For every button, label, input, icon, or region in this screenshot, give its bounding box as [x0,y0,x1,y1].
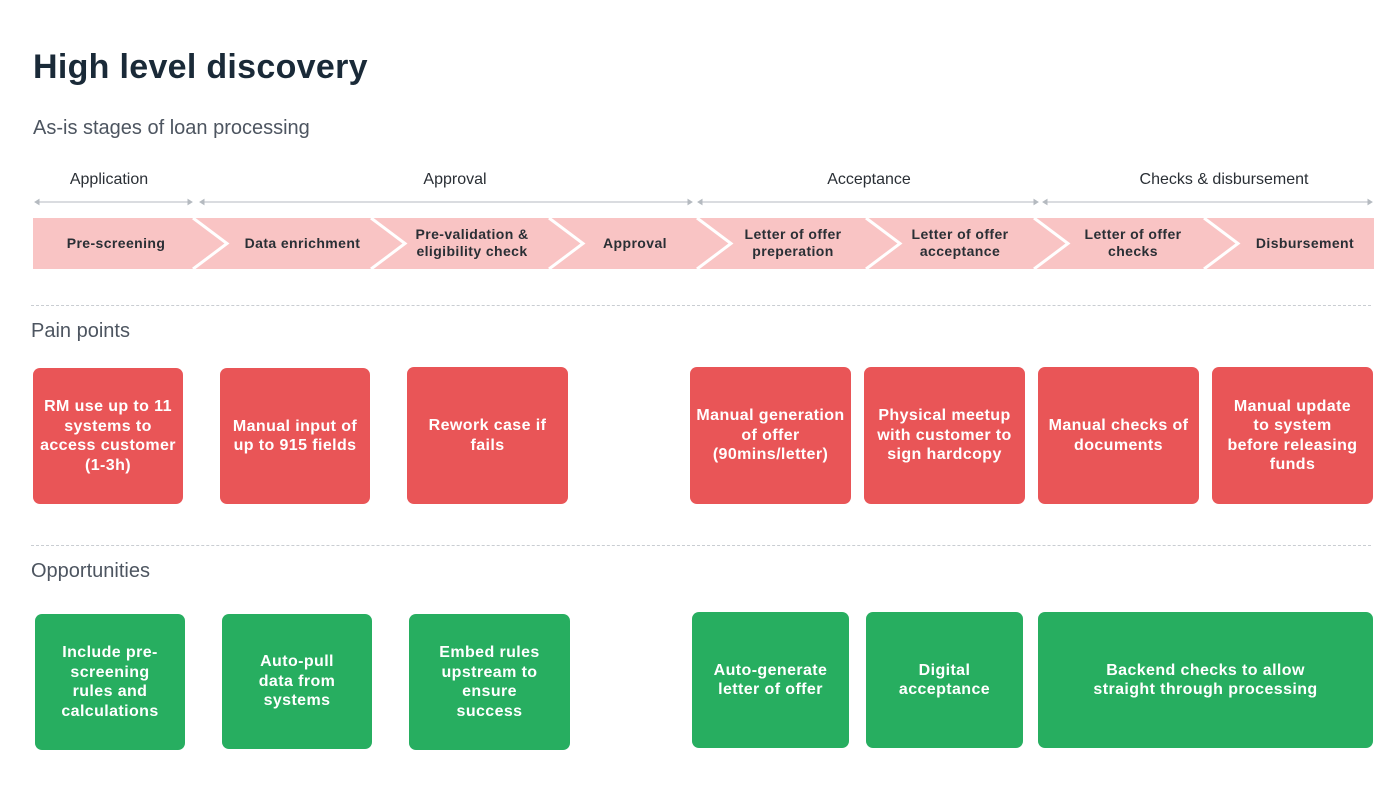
pain-point-card: Manual generation of offer (90mins/lette… [690,367,851,504]
pain-point-card: RM use up to 11 systems to access custom… [33,368,183,504]
stage-separator [1033,216,1071,271]
phase-acceptance-span [697,198,1039,206]
stage-approval: Approval [575,218,695,268]
pain-point-card: Rework case if fails [407,367,568,504]
phase-checks-label: Checks & disbursement [1139,171,1309,188]
stage-pre-validation: Pre-validation &eligibility check [394,218,550,268]
stage-label: Letter of offer [911,226,1009,242]
phase-approval-span [199,198,693,206]
opportunity-card: Include pre-screening rules and calculat… [35,614,185,750]
pain-point-card: Manual checks of documents [1038,367,1199,504]
stage-label: Data enrichment [244,234,361,251]
section-divider [31,545,1371,546]
stage-separator [865,216,903,271]
stage-separator [696,216,734,271]
stage-separator [1203,216,1241,271]
pain-point-card: Manual input of up to 915 fields [220,368,370,504]
opportunities-heading: Opportunities [31,560,150,582]
phase-application-label: Application [69,171,149,188]
stage-separator [192,216,230,271]
opportunity-card: Embed rules upstream to ensure success [409,614,570,750]
stage-disbursement: Disbursement [1236,218,1374,268]
stage-band [33,216,1374,271]
stage-data-enrichment: Data enrichment [215,218,390,268]
pain-points-heading: Pain points [31,320,130,342]
page-subtitle: As-is stages of loan processing [33,117,310,139]
pain-point-card: Manual update to system before releasing… [1212,367,1373,504]
stage-separator [548,216,586,271]
stage-separator [370,216,408,271]
stage-pre-screening: Pre-screening [33,218,199,268]
opportunity-card: Digital acceptance [866,612,1023,748]
phase-approval-label: Approval [423,171,487,188]
stage-label: preperation [752,243,834,259]
section-divider [31,305,1371,306]
stage-label: Letter of offer [1084,226,1182,242]
pain-point-card: Physical meetup with customer to sign ha… [864,367,1025,504]
phase-application-span [34,198,193,206]
opportunity-card: Backend checks to allow straight through… [1038,612,1373,748]
stage-label: Pre-screening [66,234,166,251]
stage-label: eligibility check [416,243,528,259]
page-title: High level discovery [33,48,368,86]
stage-label: Disbursement [1255,234,1355,251]
phase-acceptance-label: Acceptance [827,171,911,188]
phase-checks-span [1042,198,1373,206]
opportunity-card: Auto-pull data from systems [222,614,372,749]
stage-label: acceptance [919,243,1001,259]
opportunity-card: Auto-generate letter of offer [692,612,849,748]
stage-label: Letter of offer [744,226,842,242]
stage-label: checks [1108,243,1158,259]
stage-label: Approval [603,234,667,251]
stage-label: Pre-validation & [415,226,529,242]
